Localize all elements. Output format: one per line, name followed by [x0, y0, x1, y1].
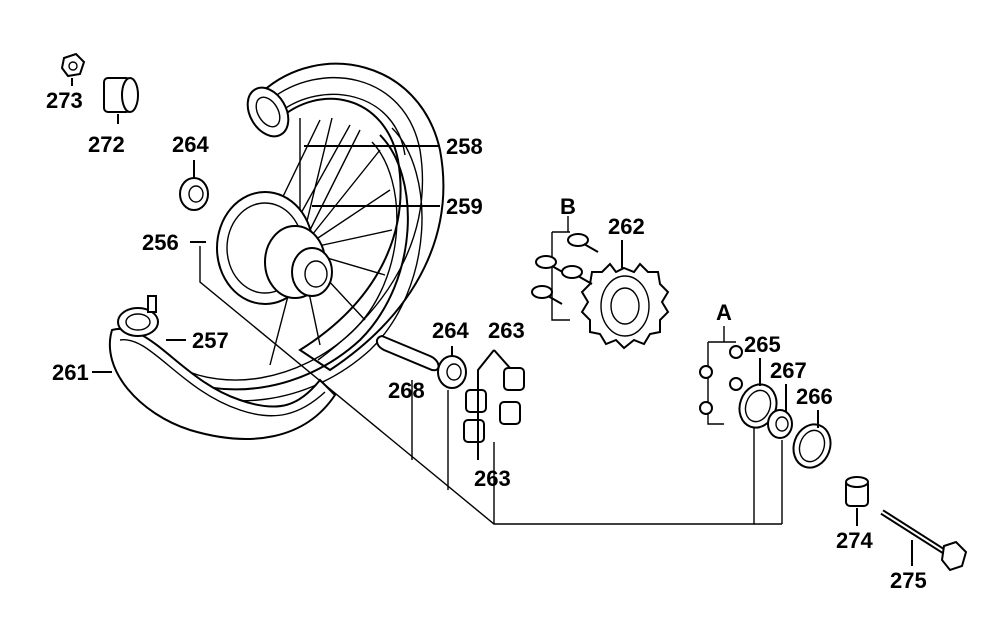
bearing-267 [767, 409, 793, 439]
bearing-264-middle [437, 355, 467, 389]
label-265: 265 [744, 332, 781, 357]
tire-valve-end-bottom [117, 295, 159, 337]
nut-273 [60, 52, 86, 78]
label-266: 266 [796, 384, 833, 409]
axle-bolt-275 [880, 509, 968, 572]
axle-sleeve-268 [376, 334, 440, 372]
label-group-a: A [716, 300, 732, 325]
label-257: 257 [192, 328, 229, 353]
label-272: 272 [88, 132, 125, 157]
label-263-top: 263 [488, 318, 525, 343]
label-264-middle: 264 [432, 318, 469, 343]
label-262: 262 [608, 214, 645, 239]
label-261: 261 [52, 360, 89, 385]
sprocket-262 [580, 262, 670, 350]
label-274: 274 [836, 528, 873, 553]
collar-272 [103, 77, 139, 113]
tire-upper [260, 62, 445, 372]
label-258: 258 [446, 134, 483, 159]
collar-274 [845, 476, 869, 507]
bearing-264-left [179, 177, 209, 211]
label-group-b: B [560, 194, 576, 219]
label-259: 259 [446, 194, 483, 219]
label-268: 268 [388, 378, 425, 403]
bolt-group-b [531, 216, 599, 321]
leader-lines [71, 78, 913, 566]
circlip-266 [792, 423, 832, 469]
label-263-bottom: 263 [474, 466, 511, 491]
dampers-263 [463, 367, 525, 443]
label-273: 273 [46, 88, 83, 113]
label-256: 256 [142, 230, 179, 255]
tire-valve-end-top [246, 86, 290, 138]
wheel-hub [216, 191, 333, 305]
nut-group-a [699, 326, 743, 425]
tire-lower [109, 327, 337, 440]
part-labels: 273 272 264 256 257 261 258 259 B 262 26… [46, 88, 927, 593]
label-275: 275 [890, 568, 927, 593]
label-264-left: 264 [172, 132, 209, 157]
label-267: 267 [770, 358, 807, 383]
